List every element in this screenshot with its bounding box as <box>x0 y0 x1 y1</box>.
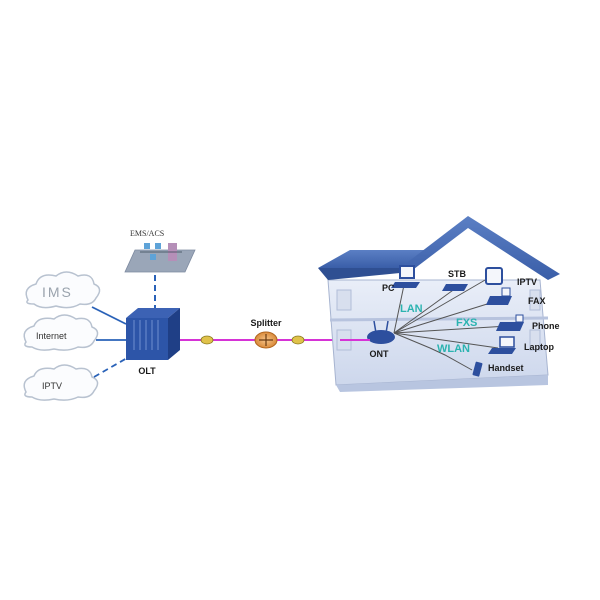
fiber-connector-icon <box>291 335 305 345</box>
stb-device: STB <box>442 269 468 291</box>
wlan-label: WLAN <box>437 343 470 355</box>
laptop-device: Laptop <box>488 336 554 354</box>
cloud-internet: Internet <box>23 314 99 351</box>
workstation-icon <box>150 254 156 260</box>
pc-device: PC <box>382 265 420 293</box>
link-iptv-olt <box>93 353 135 378</box>
roof-left <box>318 250 426 268</box>
ont-links <box>393 275 509 371</box>
ont-device: ONT <box>367 320 395 359</box>
ems-acs-label: EMS/ACS <box>130 229 164 238</box>
splitter-device: Splitter <box>250 318 282 349</box>
link-ims-olt <box>91 306 127 325</box>
workstation-icon <box>155 243 161 249</box>
olt-device: OLT <box>126 308 180 376</box>
splitter-label: Splitter <box>250 318 282 328</box>
cloud-ims: IMS <box>25 271 101 309</box>
handset-device: Handset <box>472 361 524 377</box>
cloud-internet-label: Internet <box>36 331 67 341</box>
fiber-connector-icon <box>200 335 214 345</box>
phone-device: Phone <box>496 314 560 331</box>
workstation-icon <box>144 243 150 249</box>
stb-label: STB <box>448 269 467 279</box>
cloud-iptv-label: IPTV <box>42 381 62 391</box>
roof-right <box>400 216 560 280</box>
phone-label: Phone <box>532 321 560 331</box>
fax-device: FAX <box>486 287 546 306</box>
lan-label: LAN <box>400 303 423 315</box>
house <box>318 216 560 392</box>
fxs-label: FXS <box>456 317 477 329</box>
pc-label: PC <box>382 283 395 293</box>
iptv-label: IPTV <box>517 277 537 287</box>
olt-label: OLT <box>138 366 156 376</box>
ems-acs-server: EMS/ACS <box>124 229 196 273</box>
laptop-label: Laptop <box>524 342 554 352</box>
cloud-ims-label: IMS <box>42 284 73 300</box>
ont-label: ONT <box>370 349 390 359</box>
iptv-device: IPTV <box>485 267 537 287</box>
cloud-iptv: IPTV <box>23 364 99 401</box>
handset-label: Handset <box>488 363 524 373</box>
fax-label: FAX <box>528 296 546 306</box>
